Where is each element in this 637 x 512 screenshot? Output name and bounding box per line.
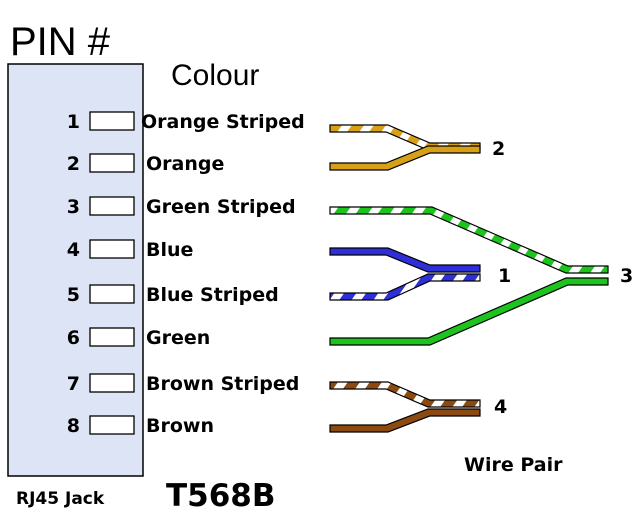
- pin-slot-5: [89, 284, 135, 304]
- colour-header: Colour: [171, 59, 259, 92]
- pair-number-2: 2: [492, 138, 505, 160]
- wire-green: [329, 277, 609, 346]
- colour-name-8: Brown: [146, 415, 214, 437]
- colour-name-5: Blue Striped: [146, 284, 279, 306]
- pin-number-8: 8: [67, 415, 80, 437]
- pin-slot-8: [89, 415, 135, 435]
- wire-pair-label: Wire Pair: [464, 454, 563, 476]
- pin-number-3: 3: [67, 196, 80, 218]
- colour-name-6: Green: [146, 327, 210, 349]
- pin-slot-2: [89, 153, 135, 173]
- pair-number-1: 1: [498, 265, 511, 287]
- colour-name-2: Orange: [146, 153, 224, 175]
- wire-pair-3: [329, 206, 609, 346]
- wire-blue-striped: [329, 273, 481, 301]
- colour-name-7: Brown Striped: [146, 373, 299, 395]
- pin-number-2: 2: [67, 153, 80, 175]
- pair-number-4: 4: [494, 396, 507, 418]
- pin-slot-3: [89, 196, 135, 216]
- pin-header: PIN #: [10, 20, 111, 64]
- pair-number-3: 3: [620, 265, 633, 287]
- pin-number-4: 4: [67, 239, 80, 261]
- colour-name-1: Orange Striped: [141, 111, 305, 133]
- rj45-jack-body: [7, 63, 144, 477]
- wire-pair-4: [329, 381, 481, 433]
- pin-number-7: 7: [67, 373, 80, 395]
- wire-orange: [329, 145, 481, 171]
- pin-slot-1: [89, 111, 135, 131]
- pin-slots: [89, 111, 135, 435]
- rj45-jack-label: RJ45 Jack: [16, 489, 105, 509]
- colour-name-4: Blue: [146, 239, 193, 261]
- pin-slot-6: [89, 327, 135, 347]
- pin-number-6: 6: [67, 327, 80, 349]
- wire-brown-striped: [329, 381, 481, 408]
- pin-number-1: 1: [67, 111, 80, 133]
- wire-green-striped: [329, 206, 609, 274]
- pin-number-5: 5: [67, 284, 80, 306]
- wire-pair-2: [329, 124, 481, 171]
- standard-label: T568B: [166, 478, 275, 512]
- wire-pair-1: [329, 247, 481, 301]
- colour-name-3: Green Striped: [146, 196, 296, 218]
- wire-brown: [329, 408, 481, 433]
- wire-blue: [329, 247, 481, 273]
- pin-slot-4: [89, 239, 135, 259]
- pin-slot-7: [89, 373, 135, 393]
